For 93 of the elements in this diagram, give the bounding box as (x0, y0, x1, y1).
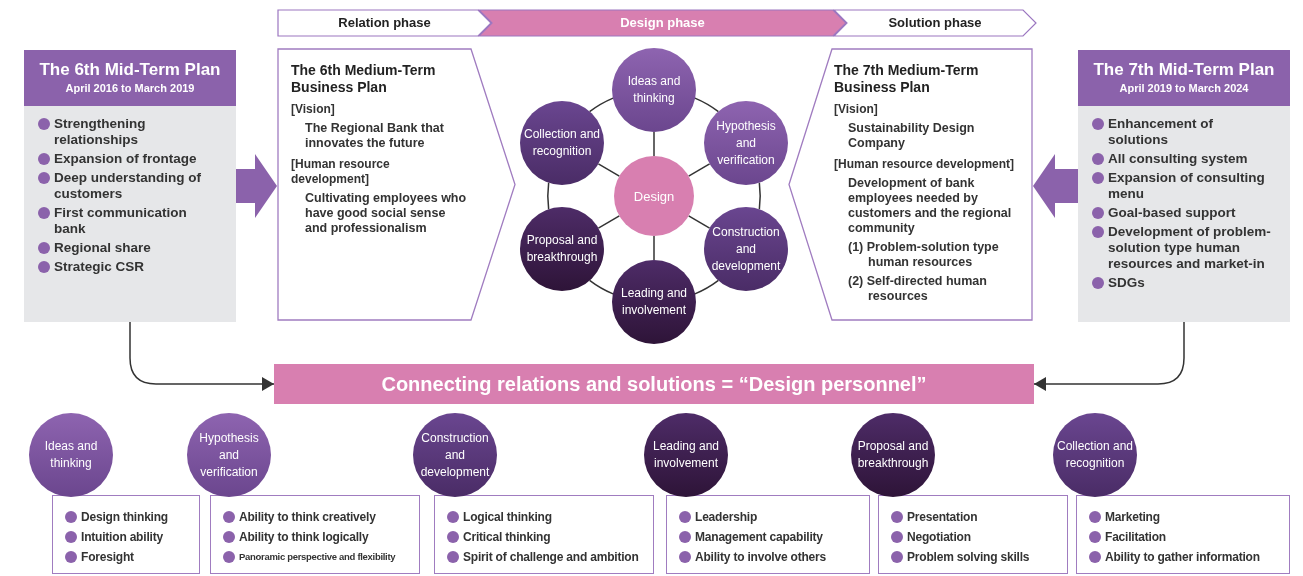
circle-label: Collection and recognition (1055, 438, 1135, 472)
numbered-item: (1) Problem-solution type human resources (847, 240, 1000, 270)
circle-label: Collection and recognition (522, 126, 602, 160)
banner-title: Connecting relations and solutions = “Design personnel” (381, 372, 927, 397)
circle-label: Proposal and breakthrough (525, 232, 599, 266)
phase-label: Relation phase (338, 14, 431, 33)
numbered-item: (2) Self-directed human resources (847, 274, 988, 304)
section-heading: [Human resource development] (291, 157, 391, 187)
list-item: Negotiation (907, 529, 971, 545)
list-item: Problem solving skills (907, 549, 1030, 565)
circle-label: Ideas and thinking (626, 73, 682, 107)
plan-text: The Regional Bank that innovates the future (304, 121, 445, 151)
circle-label: Proposal and breakthrough (856, 438, 930, 472)
section-heading: [Vision] (291, 102, 336, 117)
plan-text: Sustainability Design Company (847, 121, 976, 151)
phase-band (833, 9, 1037, 37)
list-item: Marketing (1105, 509, 1160, 525)
list-item: Presentation (907, 509, 978, 525)
list-item: Management capability (695, 529, 823, 545)
list-item: Panoramic perspective and flexibility (239, 550, 396, 564)
banner (274, 364, 1034, 404)
list-item: Expansion of consulting menu (1108, 170, 1266, 202)
connector-line (653, 235, 655, 261)
plan-card (1078, 50, 1290, 322)
block-arrow (1033, 154, 1078, 218)
connector-line (694, 97, 720, 113)
phase-band (478, 9, 847, 37)
skill-list (1076, 495, 1290, 574)
list-item: Regional share (54, 240, 151, 256)
block-arrow (236, 154, 277, 218)
section-heading: [Vision] (834, 102, 879, 117)
list-item: Development of problem-solution type human resources and market-in (1108, 224, 1272, 272)
plan-heading: The 6th Medium-Term Business Plan (291, 62, 437, 96)
list-item: Facilitation (1105, 529, 1166, 545)
list-item: Design thinking (81, 509, 168, 525)
skill-list (52, 495, 200, 574)
connector-line (694, 279, 720, 295)
circle-label: Leading and involvement (619, 285, 689, 319)
plan-text: Cultivating employees who have good social sense and professionalism (304, 191, 467, 236)
list-item: Spirit of challenge and ambition (463, 549, 639, 565)
list-item: Deep understanding of customers (54, 170, 202, 202)
list-item: Ability to involve others (695, 549, 827, 565)
list-item: Logical thinking (463, 509, 552, 525)
connector-line (588, 97, 614, 113)
circle-label: Design (632, 187, 676, 205)
plan-heading: The 7th Medium-Term Business Plan (834, 62, 980, 96)
connector-line (687, 163, 711, 177)
phase-band (277, 9, 492, 37)
connector-line (758, 181, 761, 211)
skill-list (434, 495, 654, 574)
connector-line (547, 181, 550, 211)
date-range: April 2019 to March 2024 (1119, 80, 1249, 96)
plan-text: Development of bank employees needed by customers and the regional community (847, 176, 1013, 236)
arrow (1033, 321, 1185, 391)
circle-label: Leading and involvement (651, 438, 721, 472)
list-item: Critical thinking (463, 529, 551, 545)
list-item: Expansion of frontage (54, 151, 197, 167)
connector-line (653, 131, 655, 157)
list-item: Ability to gather information (1105, 549, 1260, 565)
list-item: Leadership (695, 509, 758, 525)
arrow (129, 321, 275, 391)
connector-line (588, 279, 614, 295)
circle-label: Hypothesis and verification (198, 429, 260, 481)
connector-line (597, 163, 621, 177)
list-item: Foresight (81, 549, 134, 565)
plan-panel (277, 48, 517, 321)
list-item: Goal-based support (1108, 205, 1236, 221)
plan-title: The 7th Mid-Term Plan (1093, 59, 1275, 80)
list-item: Intuition ability (81, 529, 163, 545)
date-range: April 2016 to March 2019 (65, 80, 195, 96)
list-item: Strengthening relationships (54, 116, 147, 148)
connector-line (687, 215, 711, 229)
list-item: SDGs (1108, 275, 1145, 291)
phase-label: Design phase (620, 14, 705, 33)
circle-label: Construction and development (419, 429, 491, 481)
connector-line (597, 215, 621, 229)
circle-label: Ideas and thinking (43, 438, 99, 472)
skill-list (878, 495, 1068, 574)
plan-title: The 6th Mid-Term Plan (39, 59, 221, 80)
list-item: Ability to think logically (239, 529, 369, 545)
list-item: First communication bank (54, 205, 188, 237)
phase-label: Solution phase (888, 14, 982, 33)
list-item: Strategic CSR (54, 259, 145, 275)
section-heading: [Human resource development] (834, 157, 1016, 172)
plan-card (24, 50, 236, 322)
list-item: Enhancement of solutions (1108, 116, 1214, 148)
list-item: All consulting system (1108, 151, 1248, 167)
list-item: Ability to think creatively (239, 509, 376, 525)
skill-list (666, 495, 870, 574)
circle-label: Construction and development (710, 223, 782, 275)
circle-label: Hypothesis and verification (715, 117, 777, 169)
plan-panel (788, 48, 1033, 321)
skill-list (210, 495, 420, 574)
